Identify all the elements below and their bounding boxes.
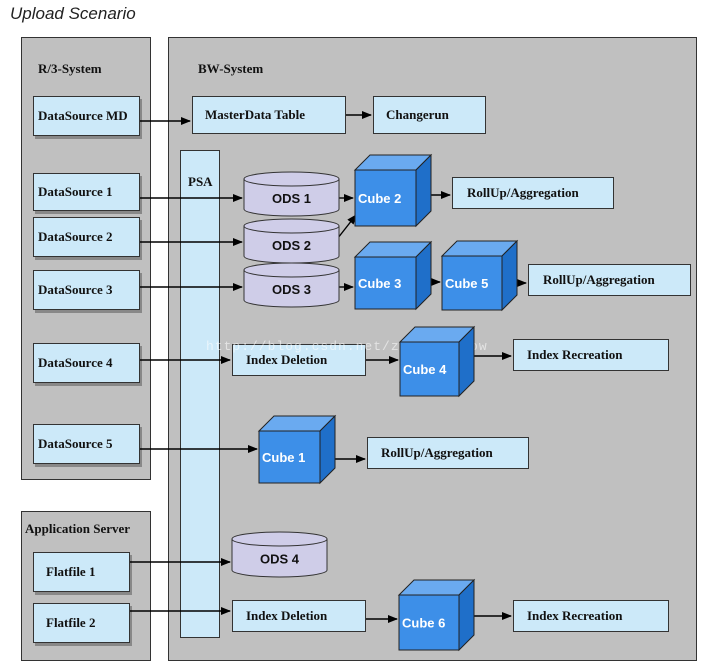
ods-3-cylinder: ODS 3 — [243, 262, 340, 308]
changerun-box: Changerun — [373, 96, 486, 134]
ods-label: ODS 4 — [260, 552, 300, 567]
datasource-3: DataSource 3 — [33, 270, 140, 310]
psa-label: PSA — [188, 174, 213, 189]
index-deletion-box-1: Index Deletion — [232, 344, 366, 376]
cube-label: Cube 5 — [445, 276, 488, 291]
datasource-1: DataSource 1 — [33, 173, 140, 211]
cube-label: Cube 2 — [358, 191, 401, 206]
psa-column — [180, 150, 220, 638]
cube-label: Cube 3 — [358, 276, 401, 291]
index-deletion-box-2: Index Deletion — [232, 600, 366, 632]
flatfile-1: Flatfile 1 — [33, 552, 130, 592]
rollup-aggregation-box-1: RollUp/Aggregation — [452, 177, 614, 209]
cube-5: Cube 5 — [440, 239, 519, 312]
cube-2: Cube 2 — [353, 153, 433, 228]
ods-2-cylinder: ODS 2 — [243, 218, 340, 264]
rollup-aggregation-box-3: RollUp/Aggregation — [367, 437, 529, 469]
ods-4-cylinder: ODS 4 — [231, 531, 328, 578]
datasource-md: DataSource MD — [33, 96, 140, 136]
masterdata-table-box: MasterData Table — [192, 96, 346, 134]
datasource-5: DataSource 5 — [33, 424, 140, 464]
ods-label: ODS 2 — [272, 238, 311, 253]
index-recreation-box-2: Index Recreation — [513, 600, 669, 632]
datasource-4: DataSource 4 — [33, 343, 140, 383]
index-recreation-box-1: Index Recreation — [513, 339, 669, 371]
datasource-2: DataSource 2 — [33, 217, 140, 257]
diagram-title: Upload Scenario — [10, 4, 136, 23]
flatfile-2: Flatfile 2 — [33, 603, 130, 643]
ods-label: ODS 3 — [272, 282, 311, 297]
application-server-label: Application Server — [25, 521, 131, 536]
r3-system-label: R/3-System — [38, 61, 102, 76]
cube-1: Cube 1 — [257, 414, 337, 485]
cube-label: Cube 1 — [262, 450, 305, 465]
bw-system-label: BW-System — [198, 61, 264, 76]
ods-1-cylinder: ODS 1 — [243, 171, 340, 217]
cube-label: Cube 4 — [403, 362, 447, 377]
cube-label: Cube 6 — [402, 616, 445, 631]
cube-4: Cube 4 — [398, 325, 476, 398]
rollup-aggregation-box-2: RollUp/Aggregation — [528, 264, 691, 296]
ods-label: ODS 1 — [272, 191, 311, 206]
cube-6: Cube 6 — [397, 578, 476, 652]
cube-3: Cube 3 — [353, 240, 433, 311]
